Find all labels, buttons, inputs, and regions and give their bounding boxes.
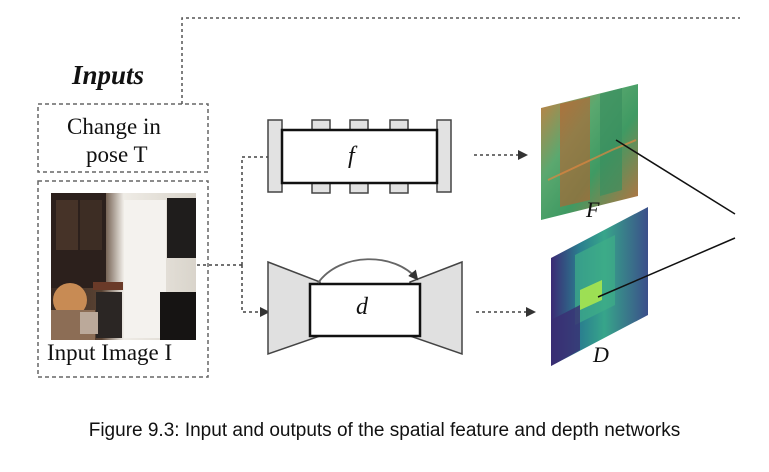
skip-connection-arrow <box>317 258 419 284</box>
projection-line-depth <box>597 237 736 298</box>
feature-network-label: f <box>348 143 355 169</box>
arrow-to-f <box>241 152 280 265</box>
pose-input-frame <box>37 103 209 173</box>
figure-caption: Figure 9.3: Input and outputs of the spa… <box>88 420 681 441</box>
feature-network-f <box>267 119 452 194</box>
feature-map-label: F <box>586 197 600 222</box>
arrow-to-d <box>241 265 270 317</box>
image-input-frame <box>37 180 209 378</box>
depth-map-label: D <box>593 342 609 367</box>
pose-label-line2: pose T <box>86 142 148 167</box>
kitchen-photo <box>51 193 196 340</box>
input-image-caption: Input Image I <box>47 340 173 365</box>
depth-map-image <box>551 207 648 366</box>
depth-network-label: d <box>356 294 368 320</box>
inputs-heading: Inputs <box>72 60 145 90</box>
pose-connector-line <box>181 17 740 104</box>
pose-label-line1: Change in <box>67 114 161 139</box>
projection-line-feature <box>615 139 736 215</box>
feature-map-image <box>541 84 638 220</box>
depth-network-d <box>267 258 463 356</box>
